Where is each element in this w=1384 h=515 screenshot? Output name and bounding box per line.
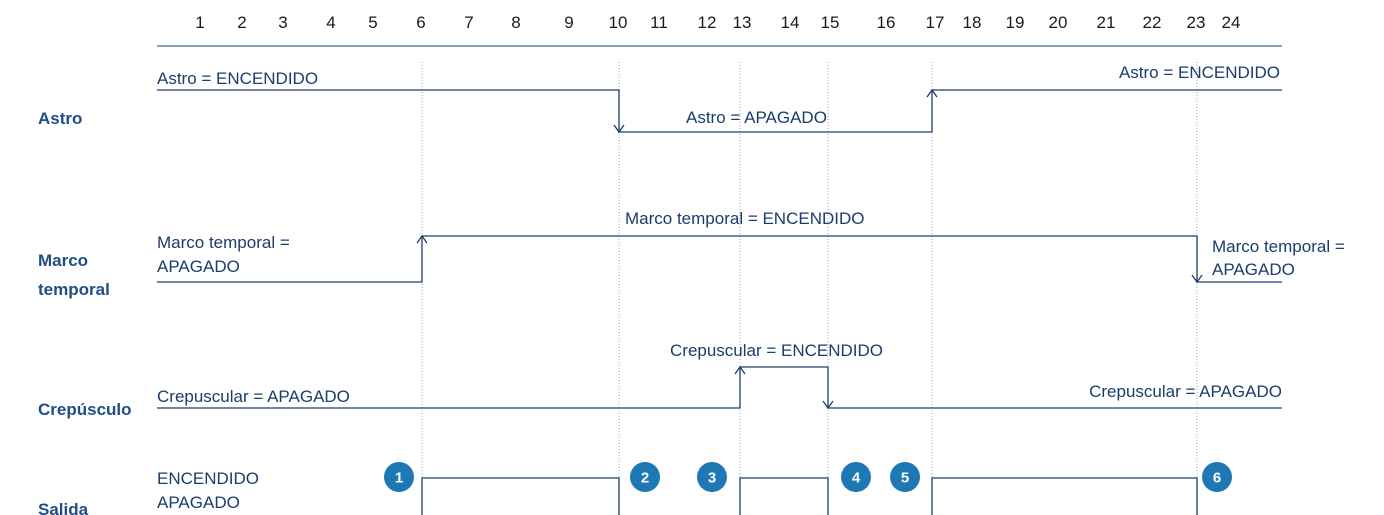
salida-pulse-1: [421, 477, 620, 515]
marco-fall-arrow: [1191, 274, 1203, 284]
hour-23: 23: [1187, 13, 1206, 32]
event-badge-3: 3: [697, 462, 727, 492]
crepuscular-fall-arrow: [822, 400, 834, 410]
event-badge-circle: [384, 462, 414, 492]
hour-15: 15: [821, 13, 840, 32]
salida-pulse-2: [739, 477, 829, 515]
astro-fall-arrow: [613, 124, 625, 134]
hour-17: 17: [926, 13, 945, 32]
crepuscular-on-label: Crepuscular = ENCENDIDO: [670, 341, 883, 360]
hour-24: 24: [1222, 13, 1241, 32]
event-badge-2: 2: [630, 462, 660, 492]
event-badge-6: 6: [1202, 462, 1232, 492]
salida-off-label: APAGADO: [157, 493, 240, 512]
hour-10: 10: [609, 13, 628, 32]
event-badge-circle: [630, 462, 660, 492]
event-badge-circle: [697, 462, 727, 492]
hour-20: 20: [1049, 13, 1068, 32]
hour-19: 19: [1006, 13, 1025, 32]
event-badge-number: 1: [395, 470, 403, 487]
crepuscular-waveform: [157, 366, 1282, 409]
row-label-temporal: temporal: [38, 280, 110, 299]
row-label-crepusculo: Crepúsculo: [38, 400, 132, 419]
astro-on-left-label: Astro = ENCENDIDO: [157, 69, 318, 88]
row-label-salida: Salida: [38, 500, 89, 515]
marco-off-left-label-2: APAGADO: [157, 257, 240, 276]
astro-signal: Astro = ENCENDIDO Astro = APAGADO Astro …: [157, 63, 1282, 134]
event-badge-4: 4: [841, 462, 871, 492]
marco-rise-arrow: [416, 234, 428, 244]
salida-signal: ENCENDIDO APAGADO: [157, 469, 1198, 515]
marco-on-label: Marco temporal = ENCENDIDO: [625, 209, 864, 228]
crepuscular-off-right-label: Crepuscular = APAGADO: [1089, 382, 1282, 401]
event-badges: 1 2 3 4 5 6: [384, 462, 1232, 492]
event-badge-circle: [841, 462, 871, 492]
astro-waveform: [157, 89, 1282, 133]
hour-2: 2: [237, 13, 246, 32]
hour-7: 7: [464, 13, 473, 32]
marco-off-right-label-2: APAGADO: [1212, 260, 1295, 279]
hour-12: 12: [698, 13, 717, 32]
hour-13: 13: [733, 13, 752, 32]
event-badge-circle: [1202, 462, 1232, 492]
event-badge-number: 4: [852, 470, 861, 487]
hour-22: 22: [1143, 13, 1162, 32]
salida-on-label: ENCENDIDO: [157, 469, 259, 488]
event-badge-number: 2: [641, 470, 649, 487]
astro-off-label: Astro = APAGADO: [686, 108, 827, 127]
hour-6: 6: [416, 13, 425, 32]
hour-11: 11: [650, 13, 668, 32]
event-badge-1: 1: [384, 462, 414, 492]
event-badge-number: 6: [1213, 470, 1221, 487]
hour-16: 16: [877, 13, 896, 32]
hour-8: 8: [511, 13, 520, 32]
crepuscular-signal: Crepuscular = APAGADO Crepuscular = ENCE…: [157, 341, 1282, 410]
hour-14: 14: [781, 13, 800, 32]
marco-off-left-label-1: Marco temporal =: [157, 233, 290, 252]
astro-on-right-label: Astro = ENCENDIDO: [1119, 63, 1280, 82]
row-label-astro: Astro: [38, 109, 82, 128]
guide-lines: [421, 62, 1198, 515]
salida-pulse-3: [931, 477, 1198, 515]
marco-signal: Marco temporal = APAGADO Marco temporal …: [157, 209, 1345, 284]
hour-9: 9: [564, 13, 573, 32]
astro-rise-arrow: [926, 88, 938, 98]
event-badge-number: 3: [708, 470, 716, 487]
marco-off-right-label-1: Marco temporal =: [1212, 237, 1345, 256]
crepuscular-rise-arrow: [734, 365, 746, 375]
hour-5: 5: [368, 13, 377, 32]
crepuscular-off-left-label: Crepuscular = APAGADO: [157, 387, 350, 406]
hour-3: 3: [278, 13, 287, 32]
marco-waveform: [157, 235, 1282, 283]
hour-1: 1: [195, 13, 204, 32]
hour-21: 21: [1097, 13, 1116, 32]
row-label-marco: Marco: [38, 251, 88, 270]
hour-4: 4: [326, 13, 335, 32]
hour-18: 18: [963, 13, 982, 32]
event-badge-number: 5: [901, 470, 909, 487]
hour-ruler: 1 2 3 4 5 6 7 8 9 10 11 12 13 14 15 16 1…: [157, 13, 1282, 47]
event-badge-5: 5: [890, 462, 920, 492]
event-badge-circle: [890, 462, 920, 492]
